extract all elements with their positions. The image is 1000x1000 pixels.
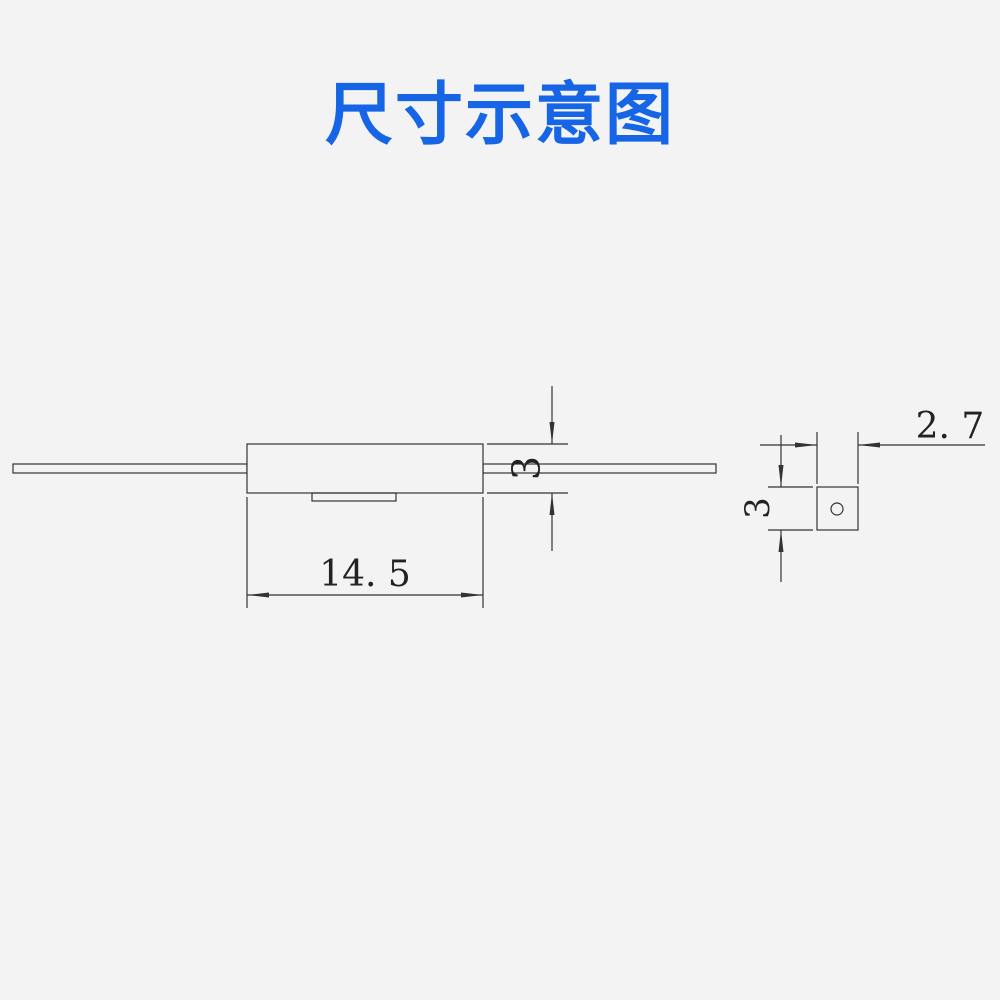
end-view-hole (830, 502, 844, 516)
bottom-tab (311, 492, 397, 502)
length-label: 14. 5 (319, 554, 411, 595)
height-label: 3 (505, 456, 549, 480)
left-lead (12, 463, 248, 474)
page-title: 尺寸示意图 (324, 76, 675, 155)
end-height-label: 3 (738, 497, 778, 519)
end-view-square (816, 486, 859, 531)
end-width-label: 2. 7 (916, 406, 985, 447)
component-body (246, 443, 484, 494)
